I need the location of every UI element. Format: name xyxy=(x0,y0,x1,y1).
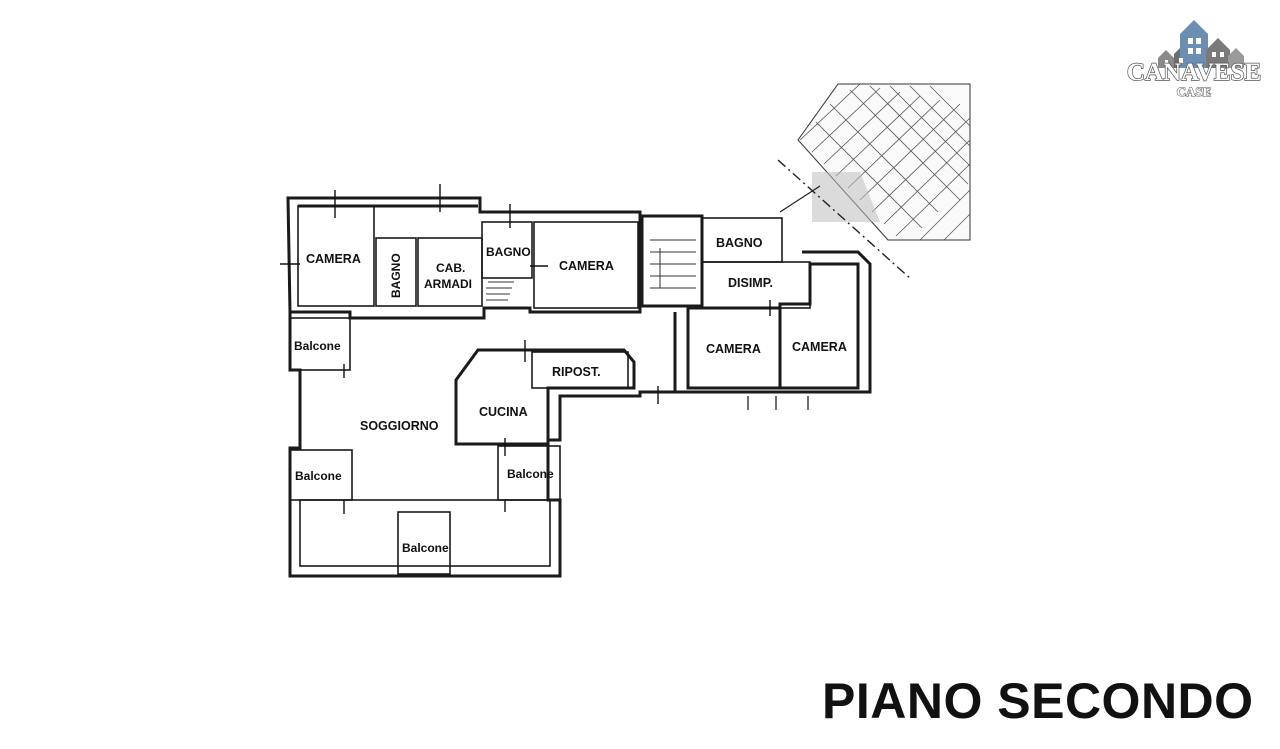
canavese-case-logo: CANAVESE CASE xyxy=(1126,20,1262,100)
room-label-cab-armadi-line2: ARMADI xyxy=(424,277,472,291)
walls-left-block xyxy=(286,196,642,320)
room-label-balcone-3: Balcone xyxy=(507,467,554,481)
room-label-balcone-2: Balcone xyxy=(295,469,342,483)
room-label-balcone-4: Balcone xyxy=(402,541,449,555)
room-label-ripost: RIPOST. xyxy=(552,365,601,379)
room-label-balcone-1: Balcone xyxy=(294,339,341,353)
logo-name: CANAVESE xyxy=(1127,59,1261,86)
logo-sub: CASE xyxy=(1177,84,1212,99)
room-label-camera-1: CAMERA xyxy=(306,252,361,266)
houses-icon xyxy=(1158,20,1244,68)
room-label-bagno-1: BAGNO xyxy=(389,253,403,298)
roof-hatch-area xyxy=(777,83,971,281)
room-label-bagno-2: BAGNO xyxy=(486,245,531,259)
walls-living-block xyxy=(288,312,677,578)
room-label-cucina: CUCINA xyxy=(479,405,528,419)
walls-right-block xyxy=(640,214,872,410)
room-label-camera-4: CAMERA xyxy=(792,340,847,354)
room-label-soggiorno: SOGGIORNO xyxy=(360,419,439,433)
room-label-disimp: DISIMP. xyxy=(728,276,773,290)
door-markers xyxy=(280,184,771,514)
room-label-camera-3: CAMERA xyxy=(706,342,761,356)
floor-title: PIANO SECONDO xyxy=(822,673,1254,729)
room-labels: CAMERA BAGNO CAB. ARMADI BAGNO CAMERA BA… xyxy=(294,236,847,555)
room-label-cab-armadi-line1: CAB. xyxy=(436,261,465,275)
room-label-camera-2: CAMERA xyxy=(559,259,614,273)
room-label-bagno-3: BAGNO xyxy=(716,236,763,250)
